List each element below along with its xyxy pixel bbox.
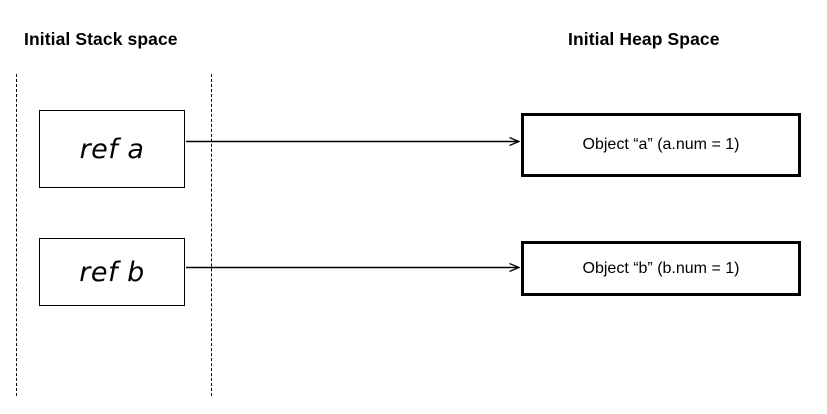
heap-section-title: Initial Heap Space (568, 29, 720, 49)
heap-box-object-b-label: Object “b” (b.num = 1) (582, 259, 740, 277)
heap-box-object-b: Object “b” (b.num = 1) (521, 241, 801, 296)
stack-box-ref-b-label: ref b (79, 256, 145, 288)
stack-box-ref-b: ref b (39, 238, 185, 306)
stack-left-boundary-dashed-line (16, 74, 17, 396)
stack-box-ref-a-label: ref a (79, 133, 145, 165)
heap-box-object-a-label: Object “a” (a.num = 1) (582, 136, 740, 153)
stack-box-ref-a: ref a (39, 110, 185, 188)
heap-box-object-a: Object “a” (a.num = 1) (521, 113, 801, 177)
stack-right-boundary-dashed-line (211, 74, 212, 396)
stack-section-title: Initial Stack space (24, 29, 178, 49)
